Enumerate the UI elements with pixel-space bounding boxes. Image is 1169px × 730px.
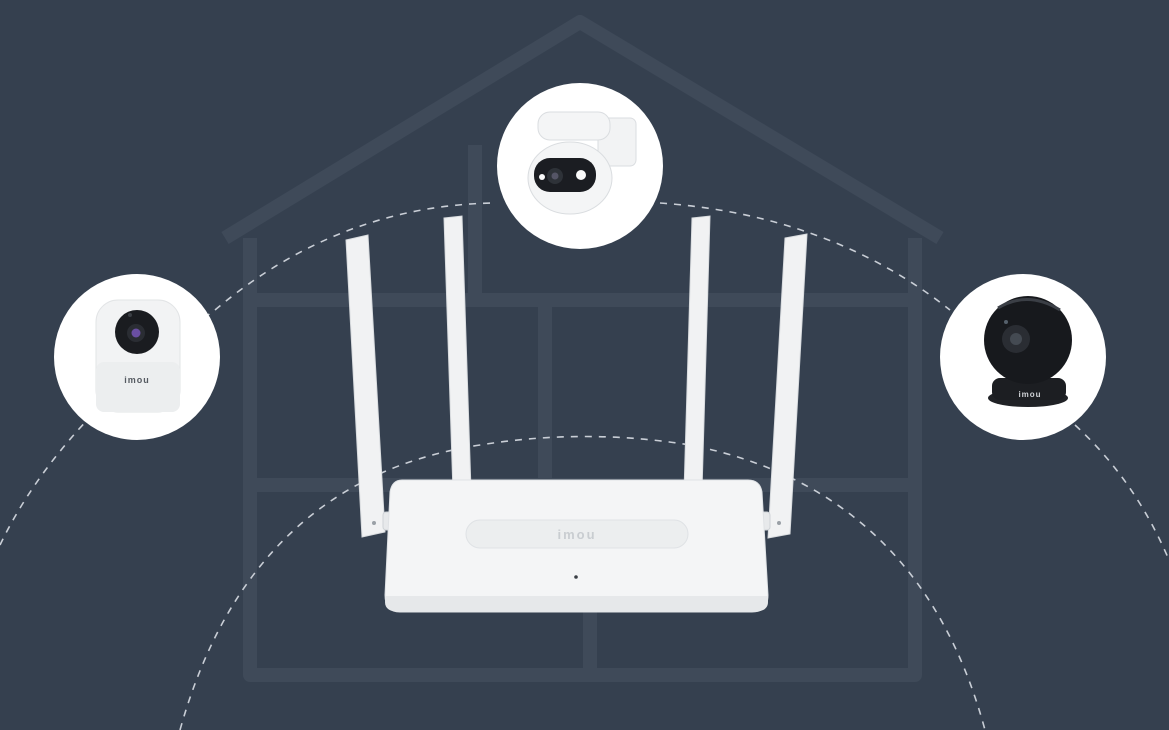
outdoor-pt-camera-icon (527, 111, 637, 215)
outer-range-arc-far-right (1074, 424, 1169, 561)
antenna-1 (345, 234, 386, 538)
indoor-pan-tilt-camera-icon: imou (95, 299, 181, 413)
camera-badge-top (497, 83, 663, 249)
left-camera-brand-logo: imou (124, 375, 150, 385)
wifi-range-arcs (0, 202, 1169, 730)
camera-badge-right: imou (940, 274, 1106, 440)
router-logo-plate (465, 519, 689, 549)
camera-badge-left: imou (54, 274, 220, 440)
router-antennas (345, 215, 808, 539)
right-camera-brand-logo: imou (1018, 390, 1041, 399)
antenna-3 (683, 215, 711, 493)
antenna-4 (767, 233, 808, 539)
router: imou (345, 215, 808, 613)
inner-range-arc (179, 435, 986, 730)
outer-range-arc-top (214, 202, 496, 311)
router-brand-logo: imou (557, 527, 596, 542)
router-status-led (574, 575, 578, 579)
outer-range-arc-right (659, 202, 951, 311)
dome-camera-icon: imou (984, 296, 1072, 407)
